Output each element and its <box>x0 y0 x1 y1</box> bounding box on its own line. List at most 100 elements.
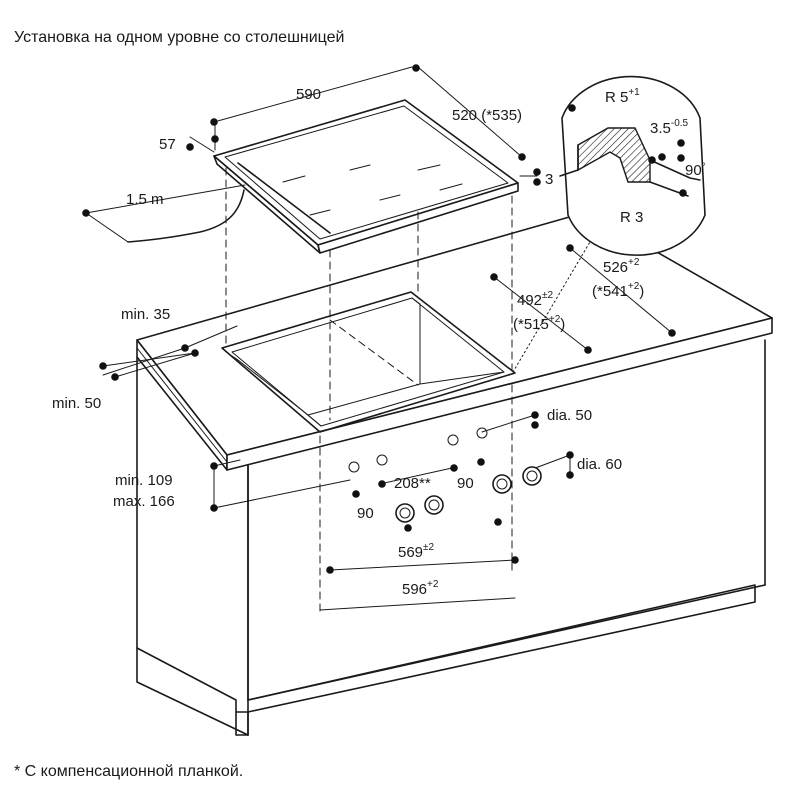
knob-hole-1 <box>348 461 360 473</box>
dim-line-520 <box>417 66 523 158</box>
power-cable <box>127 189 245 243</box>
label-cutout-width-outer: 596+2 <box>402 579 439 598</box>
marker <box>677 139 685 147</box>
marker <box>531 421 539 429</box>
label-cutout-depth-outer: 526+2 <box>603 257 640 276</box>
edge-detail-bubble <box>559 75 706 256</box>
worktop-front-edge <box>226 317 773 471</box>
label-angle: 90° <box>685 162 706 179</box>
marker <box>518 153 526 161</box>
dim-line-dia50 <box>481 414 536 433</box>
dimension-lines <box>85 66 673 611</box>
label-knob-height-min: min. 109 <box>115 472 173 489</box>
cutout-floor-edge <box>419 371 505 385</box>
marker <box>450 464 458 472</box>
footnote: * С компенсационной планкой. <box>14 763 243 780</box>
dim-line-height-bottom <box>213 479 351 509</box>
label-knob-pitch-left: 90 <box>357 505 374 522</box>
dim-line-526 <box>569 247 673 334</box>
dim-line-569 <box>329 559 516 571</box>
worktop-cutout <box>221 291 516 433</box>
control-knobs <box>348 427 542 523</box>
worktop-edge-detail <box>136 347 228 463</box>
marker <box>648 156 656 164</box>
marker <box>568 104 576 112</box>
cutout-corner <box>307 414 322 427</box>
dim-line-height-top <box>213 459 241 467</box>
marker <box>404 524 412 532</box>
marker <box>677 154 685 162</box>
label-wall-min: min. 35 <box>121 306 170 323</box>
label-hob-height: 57 <box>159 136 176 153</box>
label-cable-length: 1.5 m <box>126 191 164 208</box>
dim-line-min35-ext <box>102 347 186 376</box>
label-front-min: min. 50 <box>52 395 101 412</box>
marker <box>679 189 687 197</box>
knob-4-inner <box>526 470 538 482</box>
cutout-hidden-edge <box>329 319 419 386</box>
zone-mark-2 <box>349 164 371 171</box>
marker <box>99 362 107 370</box>
marker <box>533 178 541 186</box>
worktop-top-surface <box>136 211 773 456</box>
marker <box>412 64 420 72</box>
marker <box>490 273 498 281</box>
label-hob-edge: 3 <box>545 171 553 188</box>
marker <box>494 518 502 526</box>
label-hob-width: 590 <box>296 86 321 103</box>
marker <box>210 504 218 512</box>
marker <box>668 329 676 337</box>
knob-2 <box>424 495 444 515</box>
label-cutout-depth-inner-alt: (*515+2) <box>513 314 565 333</box>
dim-line-min50-ext <box>114 352 196 378</box>
dim-line-492 <box>493 276 589 351</box>
cutout-well <box>231 297 421 416</box>
dim-line-208 <box>379 467 453 485</box>
marker <box>210 462 218 470</box>
marker <box>211 135 219 143</box>
knob-hole-2 <box>376 454 388 466</box>
marker <box>533 168 541 176</box>
hob-frame-inner <box>224 105 509 240</box>
marker <box>566 471 574 479</box>
cabinet-front-bottom <box>247 584 756 713</box>
worktop <box>136 211 773 471</box>
knob-hole-3 <box>447 434 459 446</box>
cabinet-toe-line <box>247 584 766 701</box>
detail-hatched-section <box>577 127 651 183</box>
dim-line-cable <box>85 184 246 214</box>
dim-line-min35 <box>184 325 238 349</box>
label-knob-height-max: max. 166 <box>113 493 175 510</box>
marker <box>584 346 592 354</box>
knob-1 <box>395 503 415 523</box>
dim-line-590 <box>213 66 413 123</box>
dim-line-596 <box>319 597 516 611</box>
marker <box>210 118 218 126</box>
marker <box>566 451 574 459</box>
dim-line-min50 <box>102 352 196 367</box>
marker <box>352 490 360 498</box>
marker <box>511 556 519 564</box>
knob-hole-4 <box>476 427 488 439</box>
dim-line-57 <box>189 136 215 153</box>
diagram-heading: Установка на одном уровне со столешницей <box>14 29 345 46</box>
knob-1-inner <box>399 507 411 519</box>
projection-lines <box>225 167 601 616</box>
label-knob-spacing: 208** <box>394 475 431 492</box>
marker <box>477 458 485 466</box>
knob-3 <box>492 474 512 494</box>
dim-line-cable-end <box>85 212 129 243</box>
label-cutout-depth-outer-alt: (*541+2) <box>592 281 644 300</box>
label-hob-depth: 520 (*535) <box>452 107 522 124</box>
knob-4 <box>522 466 542 486</box>
marker <box>378 480 386 488</box>
zone-mark-3 <box>417 164 441 171</box>
marker <box>658 153 666 161</box>
cabinet-plinth-edge <box>136 647 249 736</box>
marker <box>326 566 334 574</box>
zone-mark-1 <box>282 175 306 183</box>
zone-mark-4 <box>309 209 331 216</box>
knob-2-inner <box>428 499 440 511</box>
